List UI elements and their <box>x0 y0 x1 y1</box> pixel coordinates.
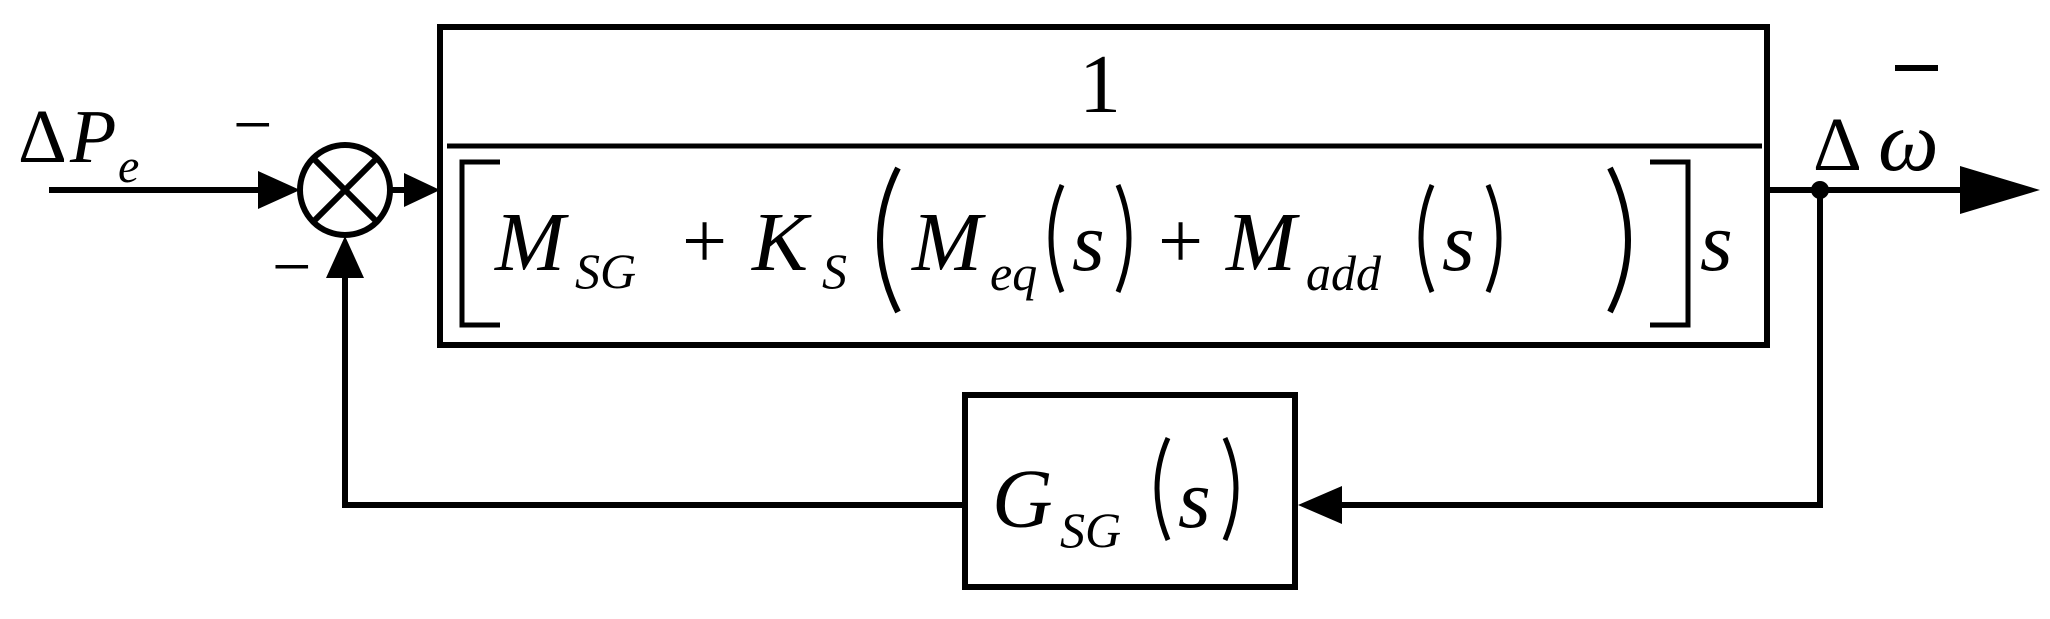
outer-paren-right <box>1607 166 1631 314</box>
feedback-block-arrowhead <box>1298 486 1342 524</box>
m-eq-subscript: eq <box>990 245 1037 301</box>
forward-block <box>437 24 1770 348</box>
input-subscript: e <box>118 140 139 193</box>
s-arg-1: s <box>1072 196 1105 289</box>
feedback-block <box>962 392 1298 590</box>
m-sg-subscript: SG <box>575 243 636 299</box>
inner-paren-right-1 <box>1115 184 1132 293</box>
m-add-subscript: add <box>1306 245 1382 301</box>
plus-sign-2: + <box>1158 198 1203 286</box>
outer-paren-left <box>877 166 901 314</box>
s-arg-2: s <box>1442 196 1475 289</box>
summing-junction <box>297 142 393 238</box>
output-symbol: ω <box>1878 93 1939 189</box>
input-symbol: P <box>69 95 116 179</box>
forward-arrowhead <box>404 173 440 207</box>
output-delta: Δ <box>1813 103 1862 187</box>
bracket-right <box>1650 159 1691 328</box>
bracket-left <box>459 159 500 328</box>
junction-cross-b <box>310 155 380 225</box>
feedback-s-arg: s <box>1178 453 1211 546</box>
junction-sign-bottom: − <box>272 229 311 306</box>
junction-sign-left: − <box>233 87 272 164</box>
input-arrowhead <box>258 171 300 209</box>
k-s-symbol: K <box>751 196 812 289</box>
s-tail: s <box>1700 196 1733 289</box>
output-arrowhead <box>1960 166 2040 214</box>
m-eq-symbol: M <box>911 196 986 289</box>
m-add-symbol: M <box>1225 196 1300 289</box>
inner-paren-right-2 <box>1485 184 1502 293</box>
feedback-paren-left <box>1154 436 1171 541</box>
g-sg-subscript: SG <box>1060 502 1121 558</box>
feedback-paren-right <box>1222 436 1239 541</box>
output-label: Δ ω <box>1813 65 1939 189</box>
k-s-subscript: S <box>822 243 847 299</box>
inner-paren-left-2 <box>1418 184 1435 293</box>
inner-paren-left-1 <box>1048 184 1065 293</box>
plus-sign-1: + <box>682 198 727 286</box>
junction-bottom-arrowhead <box>326 236 364 278</box>
m-sg-symbol: M <box>494 196 569 289</box>
input-label: Δ P e <box>18 95 139 193</box>
g-sg-symbol: G <box>992 453 1053 546</box>
forward-numerator: 1 <box>1079 38 1121 131</box>
input-delta: Δ <box>18 95 67 179</box>
